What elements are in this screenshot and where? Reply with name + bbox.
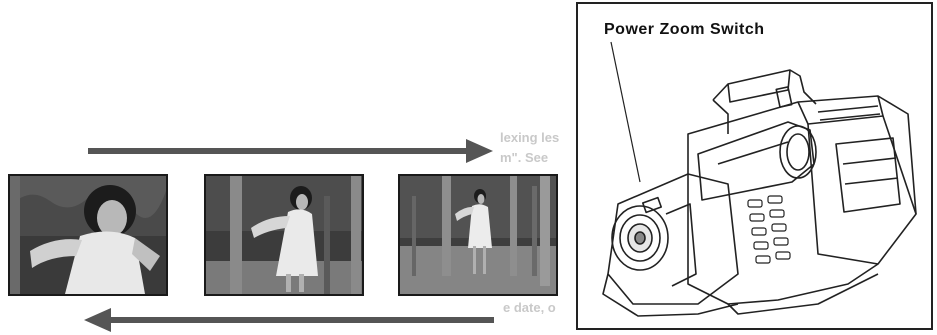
photo-frame-close-up bbox=[8, 174, 168, 296]
bleed-through-text: lexing les bbox=[500, 130, 559, 145]
photo-close-up-icon bbox=[10, 176, 166, 294]
power-zoom-switch-label: Power Zoom Switch bbox=[602, 21, 767, 39]
photo-frame-medium bbox=[204, 174, 364, 296]
arrow-left-icon bbox=[84, 307, 494, 333]
arrow-right-icon bbox=[88, 138, 493, 164]
photo-medium-shot-icon bbox=[206, 176, 362, 294]
camera-illustration-panel: Power Zoom Switch bbox=[576, 2, 933, 330]
bleed-through-text: e date, o bbox=[503, 300, 556, 315]
bleed-through-text: m". See bbox=[500, 150, 548, 165]
photo-frame-wide bbox=[398, 174, 558, 296]
photo-wide-shot-icon bbox=[400, 176, 556, 294]
camcorder-illustration-icon bbox=[578, 4, 931, 328]
